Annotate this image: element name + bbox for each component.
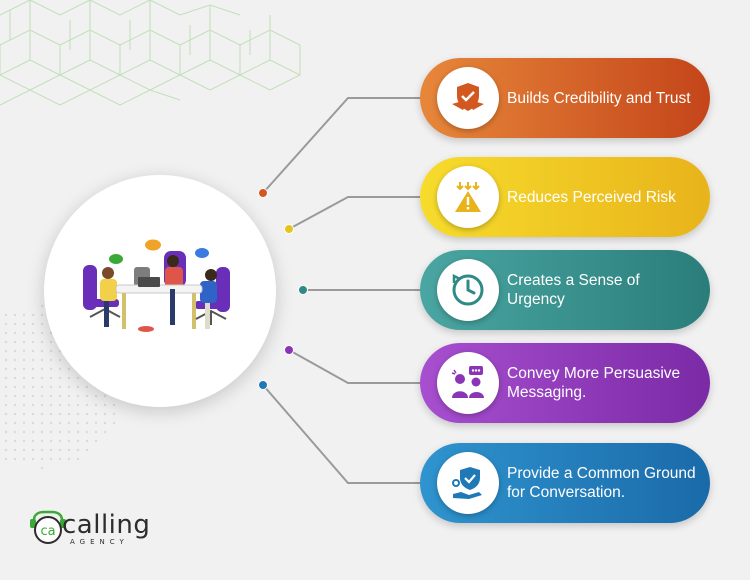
clock-icon [437,259,499,321]
connector-node-5 [258,380,268,390]
team-meeting-illustration [83,239,230,332]
benefit-label: Provide a Common Ground for Conversation… [507,465,696,501]
connector-5 [262,384,420,484]
connector-2 [288,196,420,230]
warning-icon [437,166,499,228]
connector-node-3 [298,285,308,295]
benefit-pill-3: Creates a Sense of Urgency [420,250,710,330]
benefit-label: Convey More Persuasive Messaging. [507,365,681,401]
central-hub-circle [44,175,276,407]
handshake-shield-icon [437,67,499,129]
decorative-grid-pattern [0,0,301,106]
connector-node-1 [258,188,268,198]
benefit-pill-2: Reduces Perceived Risk [420,157,710,237]
connector-4 [288,349,420,384]
benefit-label: Reduces Perceived Risk [507,188,676,206]
logo-subtitle: AGENCY [70,538,129,546]
benefit-pill-5: Provide a Common Ground for Conversation… [420,443,710,523]
benefit-pill-4: Convey More Persuasive Messaging. [420,343,710,423]
calling-agency-logo-mark: ca [30,510,66,544]
benefit-label: Builds Credibility and Trust [507,89,691,107]
connector-node-2 [284,224,294,234]
persuasion-icon [437,352,499,414]
benefit-pill-1: Builds Credibility and Trust [420,58,710,138]
connector-node-4 [284,345,294,355]
connector-1 [262,97,420,194]
logo-wordmark: calling [62,510,151,540]
shield-hand-icon [437,452,499,514]
logo-mark-text: ca [40,524,55,539]
benefit-label: Creates a Sense of Urgency [507,272,640,308]
